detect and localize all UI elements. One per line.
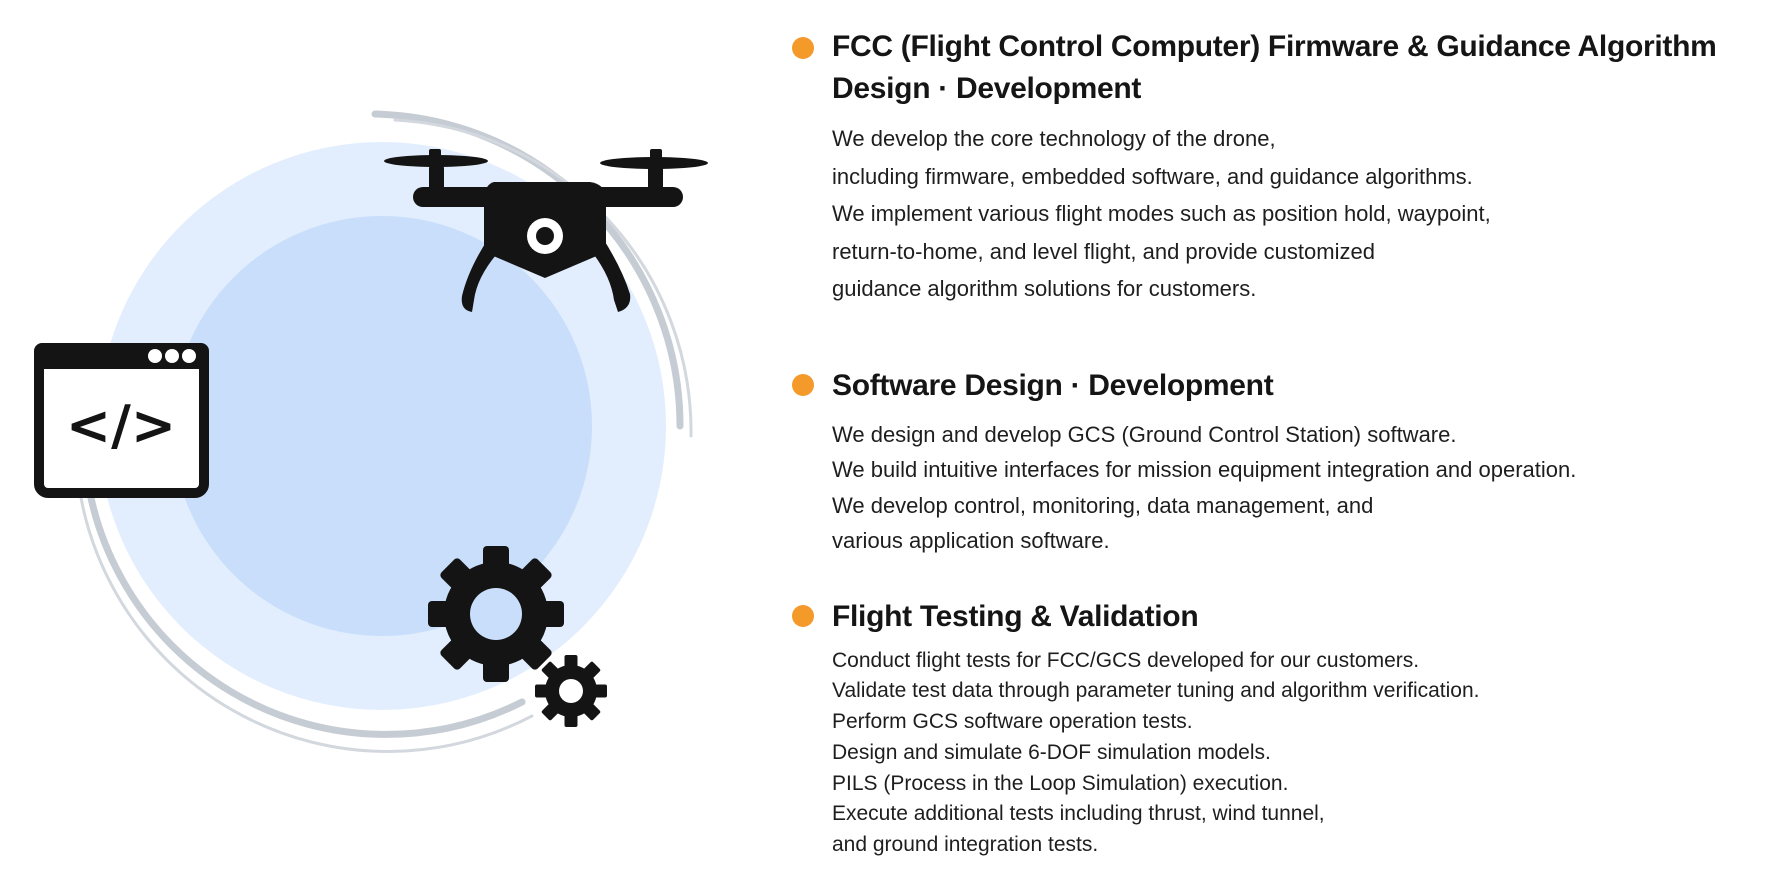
gear-large-icon [428, 546, 564, 682]
description-line: various application software. [832, 528, 1110, 553]
inner-circle [172, 216, 592, 636]
service-description: We design and develop GCS (Ground Contro… [832, 417, 1750, 559]
code-window-icon: </> [34, 343, 209, 498]
arc-lower-left-thin [74, 454, 534, 753]
description-line: return-to-home, and level flight, and pr… [832, 238, 1375, 264]
service-title: FCC (Flight Control Computer) Firmware &… [832, 26, 1750, 110]
service-title-line: FCC (Flight Control Computer) Firmware &… [832, 30, 1717, 63]
description-line: We develop control, monitoring, data man… [832, 492, 1374, 518]
description-line: including firmware, embedded software, a… [832, 163, 1473, 189]
gear-small-icon [535, 655, 607, 727]
description-line: Perform GCS software operation tests. [832, 710, 1193, 734]
bullet-dot [792, 604, 814, 627]
description-line: We develop the core technology of the dr… [832, 126, 1276, 151]
description-line: Design and simulate 6-DOF simulation mod… [832, 740, 1271, 764]
service-description: We develop the core technology of the dr… [832, 120, 1750, 308]
bullet-dot [792, 373, 814, 396]
description-line: We build intuitive interfaces for missio… [832, 457, 1577, 482]
code-symbol: </> [66, 394, 176, 457]
services-list: FCC (Flight Control Computer) Firmware &… [790, 26, 1750, 861]
description-line: We design and develop GCS (Ground Contro… [832, 421, 1457, 447]
bullet-dot [792, 37, 814, 59]
description-line: PILS (Process in the Loop Simulation) ex… [832, 771, 1289, 795]
service-title: Software Design · Development [832, 368, 1274, 402]
drone-icon [384, 149, 708, 312]
service-title: Flight Testing & Validation [832, 599, 1199, 633]
description-line: and ground integration tests. [832, 833, 1099, 857]
service-fcc-firmware: FCC (Flight Control Computer) Firmware &… [790, 26, 1750, 308]
description-line: Conduct flight tests for FCC/GCS develop… [832, 648, 1420, 672]
description-line: Validate test data through parameter tun… [832, 679, 1480, 703]
description-line: guidance algorithm solutions for custome… [832, 276, 1257, 301]
illustration-canvas: </> [34, 110, 708, 753]
service-flight-testing: Flight Testing & Validation Conduct flig… [790, 595, 1750, 862]
description-line: Execute additional tests including thrus… [832, 802, 1325, 826]
service-title-line: Design · Development [832, 72, 1142, 105]
service-description: Conduct flight tests for FCC/GCS develop… [832, 646, 1750, 862]
arc-lower-left [80, 436, 526, 738]
description-line: We implement various flight modes such a… [832, 201, 1491, 226]
services-illustration: </> [0, 0, 740, 884]
service-software-design: Software Design · Development We design … [790, 365, 1750, 559]
arc-upper-right-thin [393, 118, 693, 438]
